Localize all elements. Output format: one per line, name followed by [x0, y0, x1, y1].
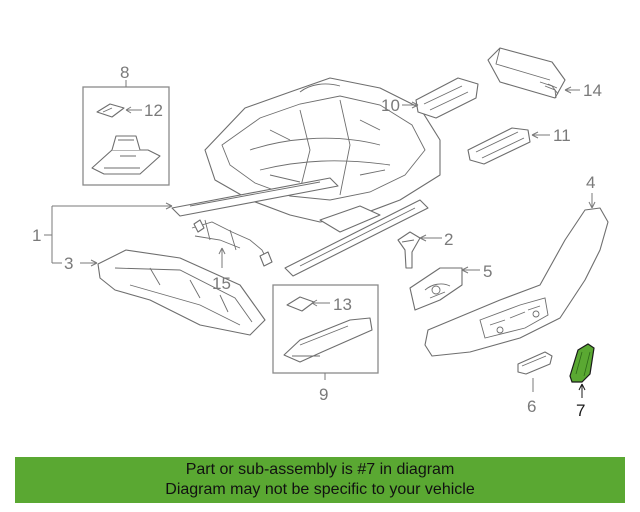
part-11-label: 11 — [553, 126, 571, 145]
parts-diagram: 8 12 1 3 — [32, 47, 609, 420]
part-9-label: 9 — [319, 385, 328, 404]
part-15-label: 15 — [212, 274, 231, 293]
part-2-bracket[interactable] — [397, 231, 421, 269]
part-9-cover[interactable] — [283, 317, 373, 363]
part-6-knob[interactable] — [517, 351, 553, 375]
seat-frame-assembly[interactable] — [171, 77, 441, 277]
info-banner: Part or sub-assembly is #7 in diagram Di… — [15, 457, 625, 503]
part-15-harness[interactable] — [191, 219, 273, 267]
part-10-label: 10 — [381, 96, 400, 115]
part-1-label: 1 — [32, 226, 41, 245]
part-12-clip[interactable] — [96, 103, 125, 118]
part-8-bracket[interactable] — [91, 135, 161, 175]
part-2-label: 2 — [444, 230, 453, 249]
part-13-clip[interactable] — [286, 296, 315, 312]
part-14-module[interactable] — [487, 47, 566, 99]
part-3-lower-track[interactable] — [97, 249, 266, 336]
part-14-label: 14 — [583, 81, 602, 100]
part-8-label: 8 — [120, 63, 129, 82]
part-4-label: 4 — [586, 173, 595, 192]
part-12-label: 12 — [144, 101, 163, 120]
part-7-highlighted[interactable] — [569, 343, 595, 383]
part-11-trim[interactable] — [467, 127, 531, 165]
part-13-label: 13 — [333, 295, 352, 314]
part-7-label: 7 — [576, 401, 585, 420]
part-4-side-shield[interactable] — [424, 207, 609, 357]
part-3-label: 3 — [64, 254, 73, 273]
part-6-label: 6 — [527, 397, 536, 416]
banner-line-1: Part or sub-assembly is #7 in diagram — [185, 461, 455, 478]
banner-line-2: Diagram may not be specific to your vehi… — [165, 481, 475, 498]
part-5-label: 5 — [483, 262, 492, 281]
part-5-cover[interactable] — [409, 267, 463, 311]
part-10-trim[interactable] — [415, 77, 479, 119]
